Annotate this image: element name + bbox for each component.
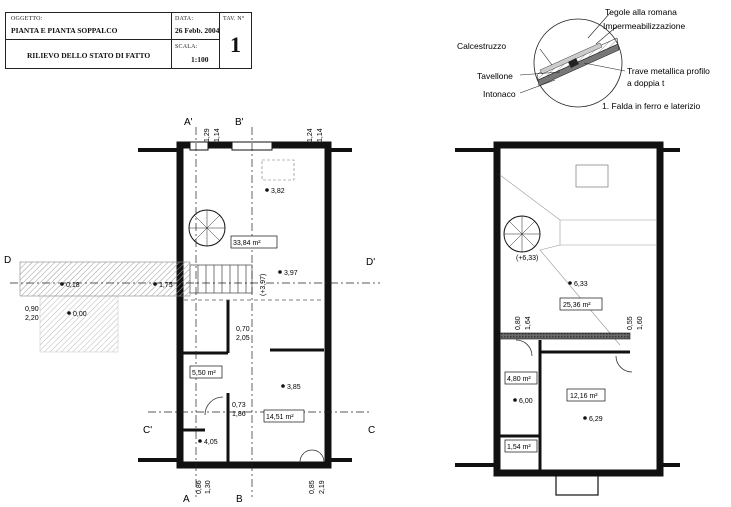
ground-outer-wall — [176, 141, 332, 469]
oggetto-value: PIANTA E PIANTA SOPPALCO — [11, 26, 118, 35]
svg-text:3,82: 3,82 — [271, 188, 285, 195]
title-block-divider-v2 — [219, 13, 220, 68]
mz-area-main: 25,36 m² — [563, 302, 591, 309]
label-calcestruzzo: Calcestruzzo — [457, 41, 506, 51]
svg-text:0,00: 0,00 — [73, 311, 87, 318]
svg-text:3,97: 3,97 — [284, 270, 298, 277]
spiral-treads — [189, 210, 225, 246]
title-block-divider-h — [6, 39, 219, 40]
svg-text:6,00: 6,00 — [519, 398, 533, 405]
exterior-terrace — [19, 261, 191, 297]
oggetto-caption: OGGETTO: — [11, 16, 43, 22]
dim-door-1: 0,73 — [232, 402, 246, 409]
mz-dim-1b: 1,64 — [525, 316, 532, 330]
mz-dim-1a: 0,80 — [515, 316, 522, 330]
ground-floor-plan: A' B' A B C' C D D' 1,29 1,14 1,24 1,14 … — [4, 117, 380, 505]
subject-value: RILIEVO DELLO STATO DI FATTO — [27, 51, 151, 60]
svg-text:6,29: 6,29 — [589, 416, 603, 423]
title-block-divider-v1 — [171, 13, 172, 68]
section-lines — [10, 127, 380, 497]
dim-left-1: 0,90 — [25, 306, 39, 313]
scala-caption: SCALA: — [175, 44, 198, 50]
dim-bottom-b2: 2,19 — [319, 480, 326, 494]
dim-bottom-a1: 0,86 — [196, 480, 203, 494]
height-marker-000: 0,00 — [67, 311, 87, 318]
section-a-top: A' — [184, 117, 193, 128]
label-trave-1: Trave metallica profilo — [627, 66, 710, 76]
dim-opening-1: 0,70 — [236, 326, 250, 333]
area-ground-main: 33,84 m² — [233, 240, 261, 247]
dim-top-a2: 1,14 — [214, 128, 221, 142]
section-d-right: D' — [366, 257, 375, 268]
dim-top-b2: 1,14 — [317, 128, 324, 142]
dim-door-2: 1,86 — [232, 411, 246, 418]
mz-height-629: 6,29 — [583, 416, 603, 423]
mz-area-480: 4,80 m² — [507, 376, 531, 383]
straight-staircase — [189, 264, 253, 294]
dim-opening-2: 2,05 — [236, 335, 250, 342]
height-marker-385: 3,85 — [281, 384, 301, 391]
mz-area-1216: 12,16 m² — [570, 393, 598, 400]
data-caption: DATA: — [175, 16, 194, 22]
height-marker-018: 0,18 — [60, 282, 80, 289]
dim-stair-height: (+3,97) — [260, 274, 267, 296]
svg-text:0,18: 0,18 — [66, 282, 80, 289]
svg-text:6,33: 6,33 — [574, 281, 588, 288]
height-marker-405: 4,05 — [198, 439, 218, 446]
svg-text:1,75: 1,75 — [159, 282, 173, 289]
section-c-left: C' — [143, 425, 152, 436]
roof-detail: Tegole alla romana Impermeabilizzazione … — [457, 7, 710, 111]
roof-section — [536, 37, 620, 87]
height-marker-175: 1,75 — [153, 282, 173, 289]
label-tegole: Tegole alla romana — [605, 7, 677, 17]
height-marker-382: 3,82 — [265, 188, 285, 195]
mz-height-stair: (+6,33) — [516, 255, 538, 262]
section-c-right: C — [368, 425, 375, 436]
dim-top-a1: 1,29 — [204, 128, 211, 142]
mz-height-633: 6,33 — [568, 281, 588, 288]
tav-number: 1 — [230, 32, 241, 57]
scala-value: 1:100 — [191, 55, 209, 64]
mz-dim-2a: 0,55 — [627, 316, 634, 330]
section-b-bottom: B — [236, 494, 243, 505]
label-tavellone: Tavellone — [477, 71, 513, 81]
dim-top-b1: 1,24 — [307, 128, 314, 142]
dim-left-2: 2,20 — [25, 315, 39, 322]
tav-caption: TAV. N° — [223, 16, 245, 22]
dim-bottom-b1: 0,85 — [309, 480, 316, 494]
svg-text:3,85: 3,85 — [287, 384, 301, 391]
section-b-top: B' — [235, 117, 244, 128]
label-impermeabilizzazione: Impermeabilizzazione — [603, 21, 685, 31]
area-ground-room: 14,51 m² — [266, 414, 294, 421]
mz-height-600: 6,00 — [513, 398, 533, 405]
mz-area-154: 1,54 m² — [507, 444, 531, 451]
title-block: OGGETTO: PIANTA E PIANTA SOPPALCO DATA: … — [5, 12, 252, 69]
height-marker-397: 3,97 — [278, 270, 298, 277]
label-intonaco: Intonaco — [483, 89, 516, 99]
svg-text:4,05: 4,05 — [204, 439, 218, 446]
roof-detail-caption: 1. Falda in ferro e laterizio — [602, 101, 701, 111]
area-ground-small: 5,50 m² — [192, 370, 216, 377]
section-d-left: D — [4, 255, 11, 266]
data-value: 26 Febb. 2004 — [175, 26, 220, 35]
dim-bottom-a2: 1,30 — [205, 480, 212, 494]
mz-dim-2b: 1,60 — [637, 316, 644, 330]
label-trave-2: a doppia t — [627, 78, 665, 88]
mezzanine-plan: 0,80 1,64 0,55 1,60 (+6,33) 6,33 6,00 6,… — [455, 141, 680, 496]
section-a-bottom: A — [183, 494, 190, 505]
